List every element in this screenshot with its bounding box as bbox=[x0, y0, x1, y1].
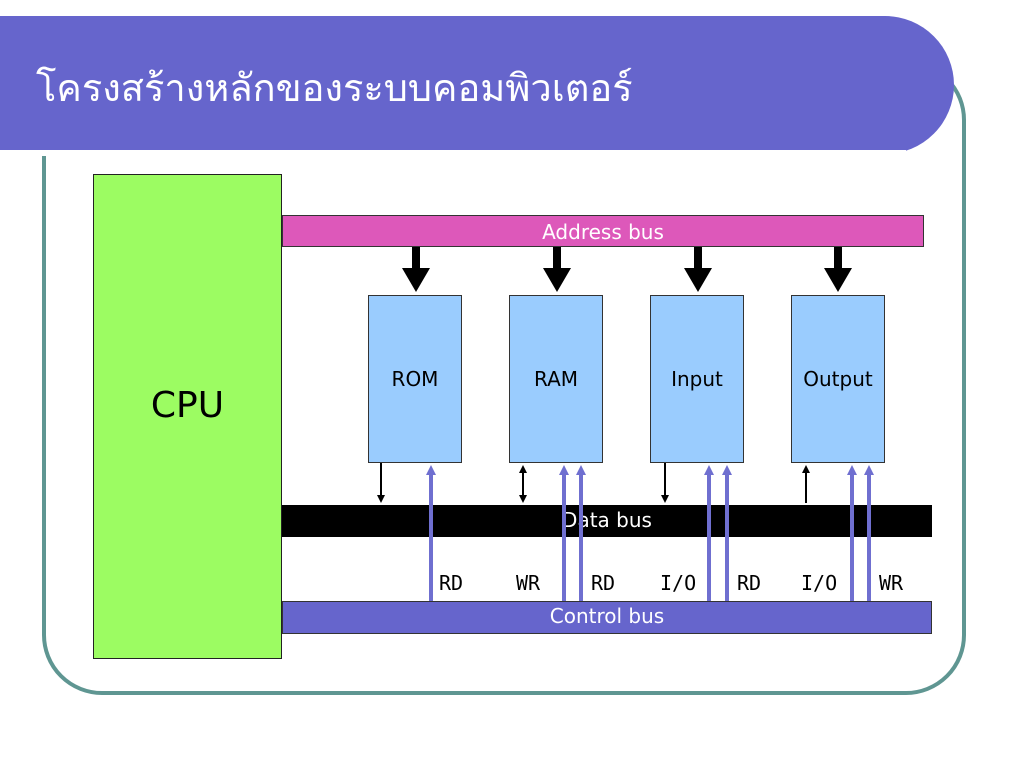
control-bus: Control bus bbox=[282, 601, 932, 634]
signal-label-rd: RD bbox=[591, 571, 616, 595]
slide-title: โครงสร้างหลักของระบบคอมพิวเตอร์ bbox=[36, 66, 633, 110]
output-label: Output bbox=[803, 367, 873, 391]
title-underline bbox=[0, 150, 906, 156]
address-arrow-output bbox=[824, 247, 852, 292]
signal-label-wr: WR bbox=[879, 571, 904, 595]
signal-label-wr: WR bbox=[516, 571, 541, 595]
address-arrow-input bbox=[684, 247, 712, 292]
rom-module: ROM bbox=[368, 295, 462, 463]
input-module: Input bbox=[650, 295, 744, 463]
input-label: Input bbox=[671, 367, 723, 391]
data-bus: Data bus bbox=[282, 505, 932, 537]
address-bus-label: Address bus bbox=[542, 220, 664, 244]
signal-label-rd: RD bbox=[439, 571, 464, 595]
signal-label-rd: RD bbox=[737, 571, 762, 595]
ram-module: RAM bbox=[509, 295, 603, 463]
address-arrow-rom bbox=[402, 247, 430, 292]
address-arrow-ram bbox=[543, 247, 571, 292]
cpu-block: CPU bbox=[93, 174, 282, 659]
title-band: โครงสร้างหลักของระบบคอมพิวเตอร์ bbox=[0, 16, 954, 156]
rom-label: ROM bbox=[391, 367, 439, 391]
signal-label-io: I/O bbox=[660, 571, 697, 595]
signal-label-io: I/O bbox=[801, 571, 838, 595]
cpu-label: CPU bbox=[150, 385, 225, 426]
ram-label: RAM bbox=[533, 367, 579, 391]
address-bus: Address bus bbox=[282, 215, 924, 247]
data-bus-label: Data bus bbox=[562, 508, 652, 532]
control-bus-label: Control bus bbox=[549, 604, 665, 628]
output-module: Output bbox=[791, 295, 885, 463]
